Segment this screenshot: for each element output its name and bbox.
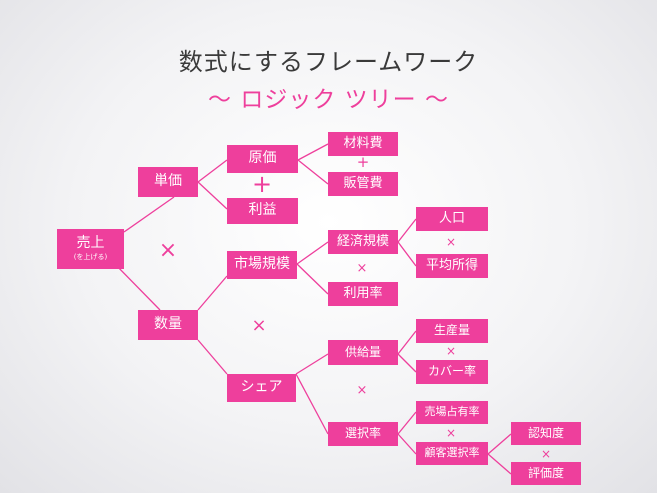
op-times-shijo-share: × [251,315,267,336]
node-zairyohi: 材料費 [328,132,398,156]
line-share-sentaku [295,373,329,435]
line-genka-hankanhi [297,159,329,185]
op-times-tanka-suryo: × [158,238,178,263]
op-plus-genka-rieki: + [251,170,273,198]
node-heikin-shotoku: 平均所得 [416,254,488,278]
line-uriage-tanka [123,196,175,233]
line-tanka-genka [197,159,228,183]
node-riyoritsu: 利用率 [328,282,398,306]
op-times-uriba-kokyaku: × [445,426,457,440]
node-rieki: 利益 [227,198,298,224]
line-keizai-shotoku [397,241,417,267]
line-share-kyokyu [295,353,329,375]
node-hankanhi: 販管費 [328,172,398,196]
node-hyokado: 評価度 [511,462,581,485]
node-uriba-senyuritsu: 売場占有率 [416,401,488,424]
op-plus-zairyohi-hankanhi: + [356,153,370,171]
node-kyokyuryo: 供給量 [328,340,398,365]
line-shijo-keizai [296,241,329,265]
op-times-jinko-shotoku: × [445,235,457,249]
node-kabaritsu: カバー率 [416,360,488,384]
line-suryo-shijo [197,275,228,311]
line-kyokyu-kaba [397,353,417,373]
node-genka: 原価 [227,145,298,173]
op-times-seisan-kaba: × [445,344,457,358]
op-times-ninchido-hyokado: × [540,447,552,461]
node-seisanryo: 生産量 [416,319,488,343]
node-jinko: 人口 [416,207,488,231]
line-kokyaku-ninchido [487,433,512,455]
node-uriage-label: 売上 [76,235,105,252]
line-shijo-riyoritsu [296,263,329,295]
line-sentaku-kokyaku [397,433,417,455]
node-sentakuritsu: 選択率 [328,422,398,446]
node-shijo-kibo: 市場規模 [227,251,297,279]
node-keizai-kibo: 経済規模 [328,230,398,254]
line-genka-zairyohi [297,143,329,161]
node-ninchido: 認知度 [511,422,581,445]
line-sentaku-uriba [397,411,417,435]
node-kokyaku-sentakuritsu: 顧客選択率 [416,442,488,465]
line-suryo-share [197,339,228,375]
line-kokyaku-hyokado [487,453,512,475]
page-title: 数式にするフレームワーク [178,48,479,76]
op-times-keizai-riyoritsu: × [356,261,368,276]
node-uriage-sub: (を上げる) [73,252,108,261]
node-tanka: 単価 [138,167,198,197]
line-kyokyu-seisan [397,330,417,355]
line-tanka-rieki [197,181,228,210]
node-uriage: 売上 (を上げる) [57,229,124,269]
node-suryo: 数量 [138,310,198,340]
page-subtitle: 〜 ロジック ツリー 〜 [208,87,449,113]
line-keizai-jinko [397,218,417,243]
op-times-kyokyu-sentaku: × [356,383,368,398]
node-share: シェア [227,374,296,402]
